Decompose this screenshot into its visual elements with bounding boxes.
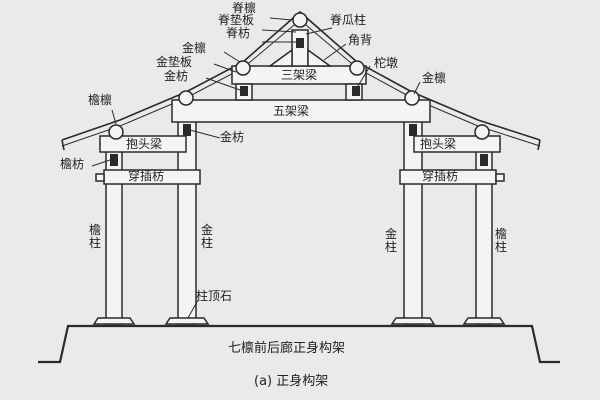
jiaobei <box>267 48 293 67</box>
eave-purlin-right <box>474 124 490 140</box>
leader-tuo-dun <box>357 65 371 87</box>
five-rafter-beam <box>171 99 431 123</box>
label-jin-dian-ban: 金垫板 <box>156 55 193 69</box>
label-bao-tou-liang-left: 抱头梁 <box>126 137 163 151</box>
label-jin-zhu-right: 金柱 <box>384 227 397 254</box>
eave-tie-right <box>480 154 488 166</box>
label-ji-fang: 脊枋 <box>226 26 251 40</box>
diagram-title: 七檩前后廊正身构架 <box>228 341 346 356</box>
label-jiao-bei: 角背 <box>348 33 373 47</box>
gold-tie-upper-left <box>240 86 248 96</box>
leader-jin-lin-right <box>413 81 421 95</box>
gold-tie-mid-left <box>183 124 191 136</box>
jiaobei-right <box>307 48 333 67</box>
label-jin-fang-mid: 金枋 <box>220 130 245 144</box>
leader-jiao-bei <box>323 43 347 61</box>
label-jin-lin-right: 金檩 <box>422 71 447 85</box>
gold-purlin-right-lower <box>404 90 420 106</box>
label-yan-zhu-left: 檐柱 <box>88 223 101 250</box>
gold-tie-mid-right <box>409 124 417 136</box>
label-yan-zhu-right: 檐柱 <box>494 227 507 254</box>
ridge-tie <box>296 38 304 48</box>
leader-jin-dian-ban <box>213 63 237 73</box>
label-yan-lin: 檐檩 <box>88 93 113 107</box>
label-bao-tou-liang-right: 抱头梁 <box>420 137 457 151</box>
base-stone-4 <box>462 317 506 325</box>
gold-purlin-left-lower <box>178 90 194 106</box>
figure-caption: (a) 正身构架 <box>254 374 329 389</box>
label-chuan-cha-fang-right: 穿插枋 <box>422 169 459 183</box>
label-ji-gua-zhu: 脊瓜柱 <box>330 13 367 27</box>
leader-yan-fang <box>91 159 111 167</box>
label-zhu-ding-shi: 柱顶石 <box>196 289 233 303</box>
leader-jin-fang-upper <box>205 77 241 91</box>
gold-purlin-right-upper <box>349 60 365 76</box>
hugging-head-beam-right <box>413 135 501 153</box>
leader-yan-lin <box>111 109 117 125</box>
eave-tie-left <box>110 154 118 166</box>
base-stone-2 <box>164 317 210 325</box>
leader-ji-gua-zhu <box>305 27 333 35</box>
label-yan-fang: 檐枋 <box>60 157 85 171</box>
leader-jin-lin-left <box>223 51 241 63</box>
roof-line-outer <box>61 10 541 141</box>
platform-base <box>38 324 560 364</box>
leader-ji-lin <box>269 17 293 21</box>
label-wu-jia-liang: 五架梁 <box>273 104 310 118</box>
leader-ji-dian-ban <box>261 29 297 33</box>
leader-jin-fang-mid <box>189 129 221 139</box>
eave-end-left <box>61 139 65 151</box>
base-stone-1 <box>92 317 136 325</box>
eave-column-left <box>105 139 123 325</box>
label-jin-fang-upper: 金枋 <box>164 69 189 83</box>
eave-purlin-left <box>108 124 124 140</box>
piercing-tie-end-right <box>495 173 505 182</box>
label-jin-lin-left: 金檩 <box>182 41 207 55</box>
label-san-jia-liang: 三架梁 <box>281 68 318 82</box>
label-ji-lin: 脊檩 <box>232 1 257 15</box>
piercing-tie-end-left <box>95 173 105 182</box>
base-stone-3 <box>390 317 436 325</box>
label-jin-zhu-left: 金柱 <box>200 223 213 250</box>
gold-tie-upper-right <box>352 86 360 96</box>
label-ji-dian-ban: 脊垫板 <box>218 13 255 27</box>
label-tuo-dun: 柁墩 <box>374 56 399 70</box>
eave-column-right <box>475 139 493 325</box>
gold-purlin-left-upper <box>235 60 251 76</box>
hugging-head-beam-left <box>99 135 187 153</box>
ridge-purlin <box>292 12 308 28</box>
eave-end-right <box>537 139 541 151</box>
leader-zhu-ding-shi <box>187 299 199 319</box>
label-chuan-cha-fang-left: 穿插枋 <box>128 169 165 183</box>
